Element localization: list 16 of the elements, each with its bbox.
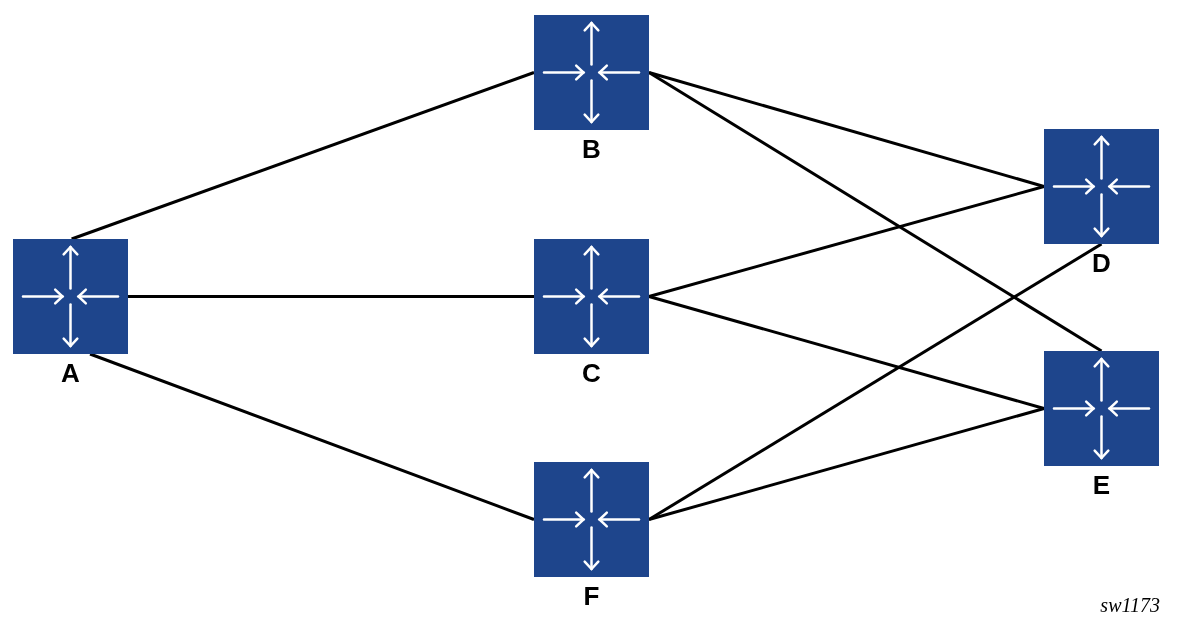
node-label: C bbox=[581, 358, 602, 388]
node-label: F bbox=[582, 581, 601, 611]
connector-line bbox=[648, 407, 1045, 521]
figure-id: sw1173 bbox=[1100, 594, 1160, 617]
connector-line bbox=[648, 71, 1045, 188]
connector-line bbox=[71, 71, 535, 241]
node-label: D bbox=[1091, 248, 1112, 278]
connector-line bbox=[648, 295, 1045, 410]
connector-line bbox=[648, 185, 1045, 298]
connector-line bbox=[648, 242, 1103, 521]
node-label: E bbox=[1091, 470, 1112, 500]
node-label: A bbox=[60, 358, 81, 388]
node-label: B bbox=[581, 134, 602, 164]
connector-line bbox=[648, 71, 1103, 353]
connector-line bbox=[89, 352, 535, 521]
connector-line bbox=[128, 295, 534, 298]
